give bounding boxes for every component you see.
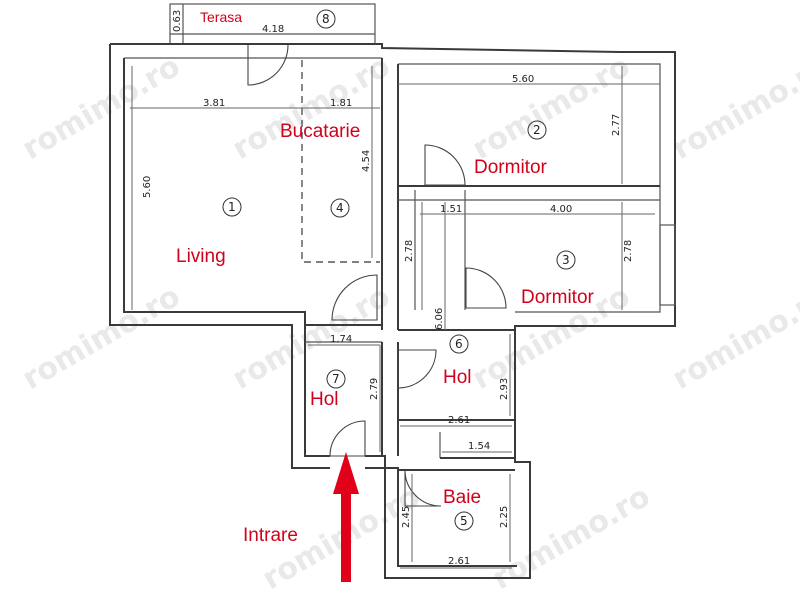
dim-hall-width: 1.51	[440, 204, 462, 215]
dim-living-width: 3.81	[203, 98, 225, 109]
watermark: romimo.ro	[667, 49, 800, 167]
dim-hall-height-left: 2.78	[404, 240, 415, 262]
doors	[247, 44, 507, 507]
entrance-label: Intrare	[243, 525, 298, 546]
dim-baie-height-left: 2.45	[401, 506, 412, 528]
bedroom3-door	[465, 267, 507, 309]
living-door	[331, 274, 378, 321]
room-label-baie: Baie	[443, 487, 481, 508]
watermark: romimo.ro	[17, 279, 187, 397]
dimension-labels: 0.63 4.18 3.81 1.81 5.60 4.54 5.60 2.77 …	[142, 10, 634, 567]
bedroom2-door	[424, 144, 466, 186]
dim-dorm2-height: 2.77	[611, 114, 622, 136]
dim-hol6-width: 2.61	[448, 415, 470, 426]
room-label-dormitor2: Dormitor	[521, 287, 595, 308]
dim-kitchen-height: 4.54	[361, 150, 372, 172]
dim-baie-height-right: 2.25	[499, 506, 510, 528]
room-label-living: Living	[176, 246, 226, 267]
dim-dorm3-width: 4.00	[550, 204, 572, 215]
dim-hall-length: 6.06	[434, 308, 445, 330]
watermark: romimo.ro	[667, 279, 800, 397]
room-numbers: 8 1 4 2 3 7 6 5	[222, 9, 576, 531]
dimension-lines	[130, 66, 660, 569]
entry-door	[329, 420, 366, 457]
room-label-hol2: Hol	[443, 367, 472, 388]
dim-closet-width: 1.54	[468, 441, 490, 452]
room-number-hol1: 7	[332, 372, 340, 386]
dim-hol7-height: 2.79	[369, 378, 380, 400]
room-number-dormitor2: 3	[562, 253, 570, 267]
room-number-hol2: 6	[455, 337, 463, 351]
dim-hol7-width: 1.74	[330, 334, 352, 345]
room-number-living: 1	[228, 200, 236, 214]
room-number-terasa: 8	[322, 12, 330, 26]
dim-living-height: 5.60	[142, 176, 153, 198]
dim-hol6-height: 2.93	[499, 378, 510, 400]
watermark: romimo.ro	[487, 479, 657, 597]
dim-terasa-width: 4.18	[262, 24, 284, 35]
window	[659, 224, 676, 306]
bath-door	[404, 469, 442, 507]
room-number-baie: 5	[460, 514, 468, 528]
dim-dorm3-height: 2.78	[623, 240, 634, 262]
hall-door	[397, 349, 437, 389]
room-label-dormitor1: Dormitor	[474, 157, 548, 178]
room-label-bucatarie: Bucatarie	[280, 121, 360, 142]
room-labels: Terasa Living Bucatarie Dormitor Dormito…	[176, 9, 595, 546]
room-label-terasa: Terasa	[200, 9, 242, 25]
dim-dorm2-width: 5.60	[512, 74, 534, 85]
terrace-door	[247, 44, 289, 86]
kitchen-boundary	[301, 60, 380, 263]
dim-kitchen-width: 1.81	[330, 98, 352, 109]
room-number-dormitor1: 2	[533, 123, 541, 137]
room-number-bucatarie: 4	[336, 201, 344, 215]
entrance-arrow-icon	[333, 452, 359, 582]
watermark: romimo.ro	[467, 49, 637, 167]
room-label-hol1: Hol	[310, 389, 339, 410]
dim-baie-width: 2.61	[448, 556, 470, 567]
dim-terasa-depth: 0.63	[172, 10, 183, 32]
